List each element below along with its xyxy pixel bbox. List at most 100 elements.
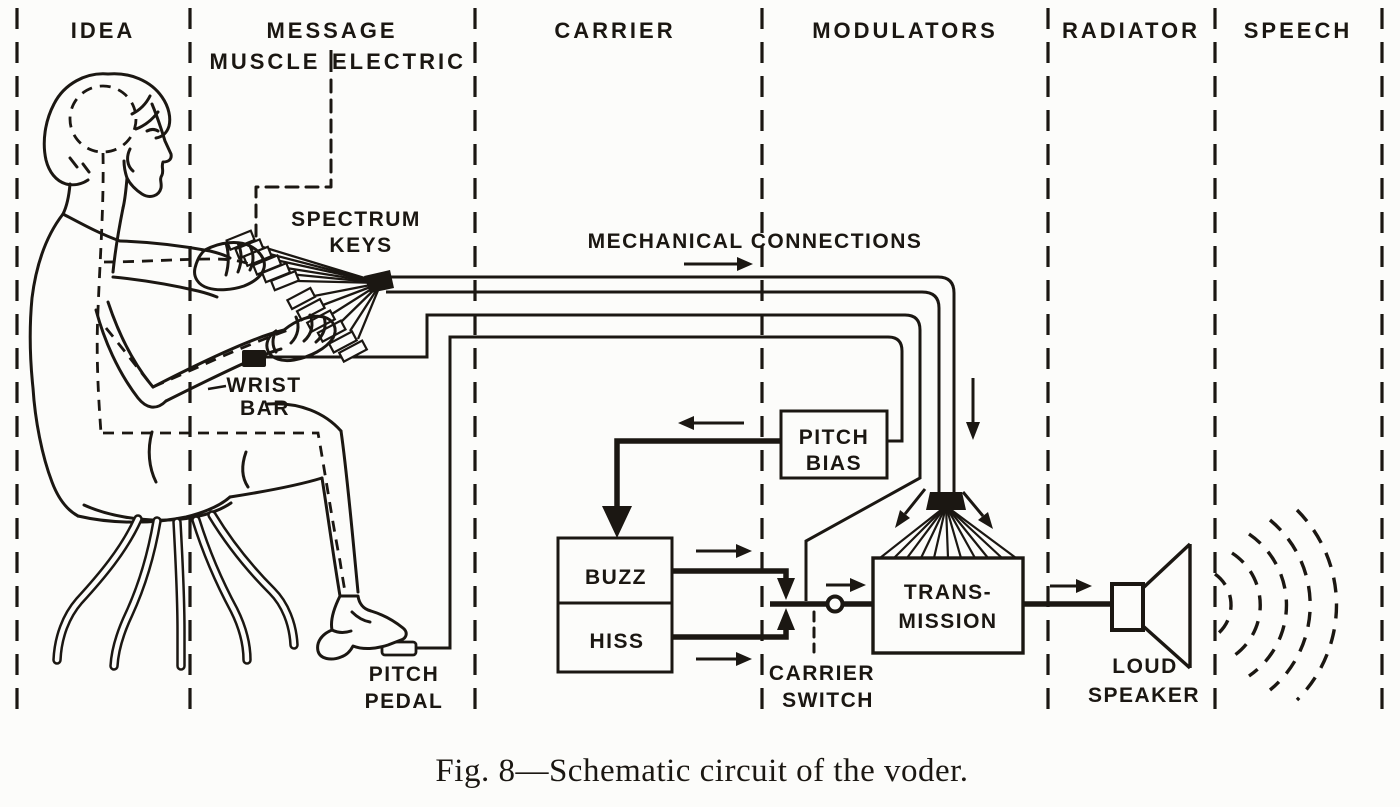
thigh-top <box>266 402 343 433</box>
stool <box>52 501 299 671</box>
right-arrow-icon <box>1050 579 1092 593</box>
speaker-driver <box>1110 582 1145 632</box>
ear-line <box>126 147 135 173</box>
brain-idea-circle <box>68 84 138 154</box>
right-arrow-icon <box>684 257 753 271</box>
keys-line-lower <box>386 290 941 494</box>
wrist-bar-label-1: WRIST <box>226 374 301 397</box>
wrist-bar-line <box>266 313 922 601</box>
buzz-label: BUZZ <box>585 566 647 589</box>
back-and-skirt-rear <box>28 212 80 518</box>
down-arrow-icon <box>966 378 980 440</box>
shoulder-top <box>61 212 122 243</box>
lower-hand-outline <box>265 314 337 363</box>
elbow-curve <box>94 308 168 409</box>
keys-converge-node <box>364 270 394 293</box>
mechanical-connections-label-group: MECHANICAL CONNECTIONS <box>588 230 923 271</box>
figure-caption: Fig. 8—Schematic circuit of the voder. <box>435 753 968 789</box>
spectrum-key-caps <box>225 229 369 364</box>
transmission-box <box>871 556 1025 655</box>
lower-arm-nerve <box>104 327 292 389</box>
buzz-hiss-box <box>556 536 674 674</box>
header-idea: IDEA <box>71 18 136 43</box>
left-arrow-icon <box>678 416 744 430</box>
spectrum-keys-label-1: SPECTRUM <box>291 208 421 231</box>
carrier-switch-label-1: CARRIER <box>769 662 875 685</box>
spine-dashed <box>95 152 105 434</box>
shoe-outline <box>316 594 408 661</box>
pitch-pedal-line <box>416 335 904 650</box>
upper-arm-bottom <box>111 275 219 299</box>
buzz-output-line <box>672 568 789 580</box>
fan-left-arrow-icon <box>895 488 927 528</box>
pitch-pedal-label-1: PITCH <box>369 663 440 686</box>
muscle-electric-dashed-path <box>254 78 333 238</box>
skirt-folds <box>147 430 250 489</box>
wrist-bar-label-group: WRIST BAR <box>207 374 301 420</box>
pitch-bias-group: PITCH BIAS <box>602 409 889 538</box>
section-headers: IDEA MESSAGE CARRIER MODULATORS RADIATOR… <box>71 18 1352 74</box>
wrist-bar-block <box>242 350 266 367</box>
right-arrow-icon <box>696 652 752 666</box>
keys-line-upper <box>386 275 956 494</box>
carrier-switch-label-2: SWITCH <box>782 689 874 712</box>
loud-speaker-label-1: LOUD <box>1112 655 1178 678</box>
spectrum-keys: SPECTRUM KEYS <box>225 208 421 364</box>
mechanical-connection-lines <box>266 275 956 650</box>
neck-front <box>121 176 129 210</box>
transmission-label-2: MISSION <box>898 610 997 633</box>
speaker-horn <box>1141 542 1192 670</box>
pitch-bias-output-line <box>614 438 781 508</box>
stool-legs <box>52 510 299 671</box>
muscle-electric-divider <box>254 50 333 238</box>
subheader-electric: ELECTRIC <box>332 49 466 74</box>
transmission-group: TRANS- MISSION <box>871 556 1025 655</box>
mechanical-fan-group <box>879 378 1017 559</box>
pitch-bias-label-2: BIAS <box>806 452 862 475</box>
pitch-pedal-label-group: PITCH PEDAL <box>365 663 444 713</box>
down-arrowhead-to-buzz <box>602 506 632 538</box>
fan-lines <box>879 505 1017 559</box>
buzz-down-arrowhead <box>777 578 795 600</box>
header-modulators: MODULATORS <box>812 18 998 43</box>
wrist-bar-leader <box>207 384 227 391</box>
shoe-details <box>330 610 372 634</box>
spectrum-keys-label-2: KEYS <box>329 234 392 257</box>
hair-left <box>42 72 110 187</box>
wrist-bar-label-2: BAR <box>240 397 290 420</box>
figure-outline <box>28 72 360 598</box>
chest-front <box>111 206 125 274</box>
hiss-label: HISS <box>589 630 644 653</box>
hiss-output-line <box>672 628 789 640</box>
header-speech: SPEECH <box>1244 18 1352 43</box>
transmission-label-1: TRANS- <box>904 581 992 604</box>
section-divider-lines <box>15 8 1384 716</box>
shin-back <box>320 476 342 598</box>
upper-arm-nerve <box>103 257 253 267</box>
skirt-front-edge <box>228 476 324 499</box>
upper-hand-fingers <box>224 241 255 277</box>
pitch-pedal-label-2: PEDAL <box>365 690 444 713</box>
hair-strokes <box>68 94 160 174</box>
carrier-switch-group: CARRIER SWITCH <box>769 578 875 712</box>
pitch-bias-box <box>779 409 889 480</box>
operator-figure <box>28 72 418 671</box>
speech-wave-arcs <box>1213 508 1339 702</box>
upper-arm-top <box>118 239 232 260</box>
loud-speaker-label-2: SPEAKER <box>1088 684 1200 707</box>
loudspeaker-group: LOUD SPEAKER <box>1023 542 1200 707</box>
neck-back <box>61 182 72 216</box>
mechanical-connections-label: MECHANICAL CONNECTIONS <box>588 230 923 253</box>
fan-right-arrow-icon <box>961 491 993 529</box>
header-radiator: RADIATOR <box>1062 18 1200 43</box>
right-arrow-icon <box>826 578 866 592</box>
stool-seat <box>82 501 233 522</box>
hiss-up-arrowhead <box>777 608 795 630</box>
right-arrow-icon <box>696 544 752 558</box>
lower-hand-fingers <box>271 313 327 354</box>
lower-arm-upper-front <box>106 300 155 389</box>
fan-converge-node <box>926 492 966 510</box>
eye-line <box>145 128 160 133</box>
